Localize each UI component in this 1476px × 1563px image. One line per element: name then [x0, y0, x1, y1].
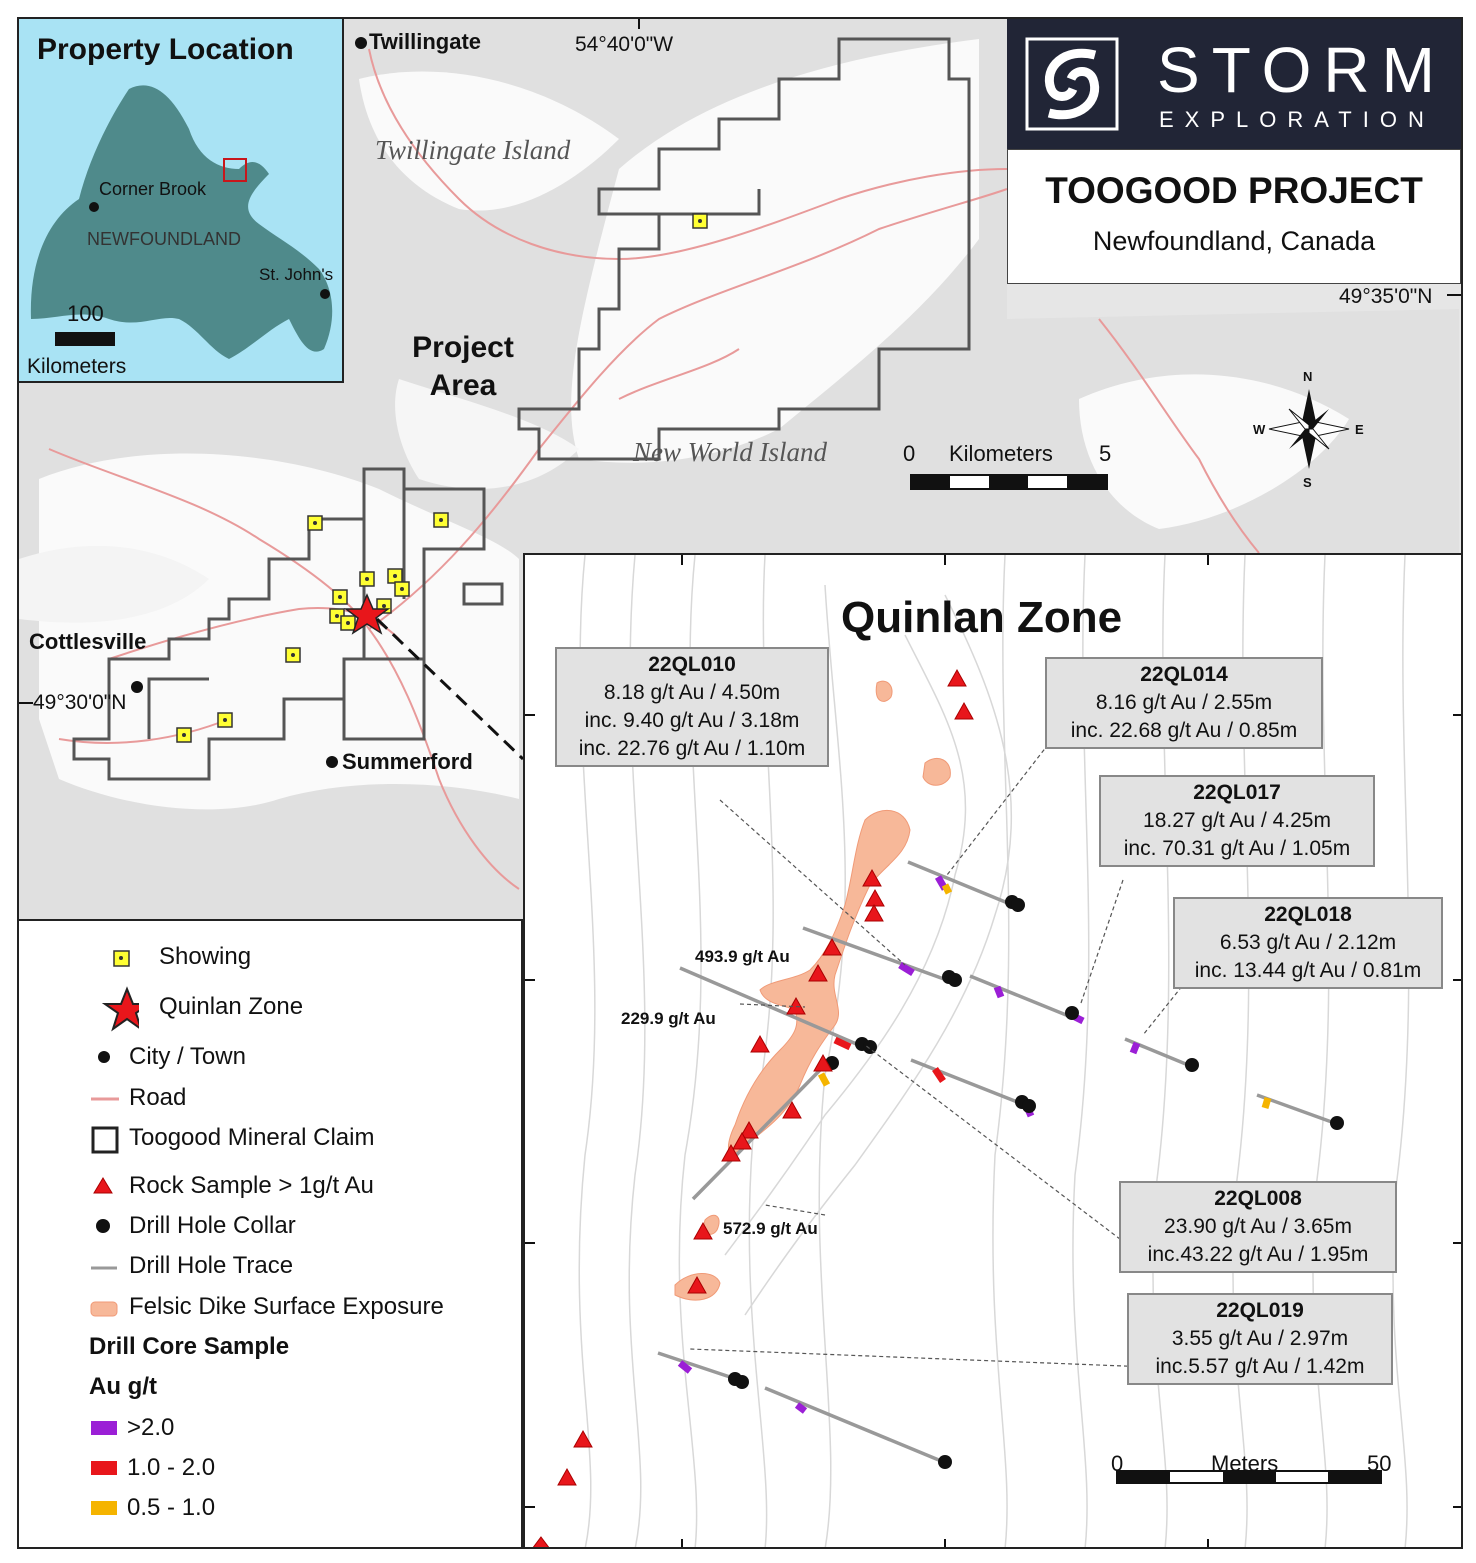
- legend-drill-trace: Drill Hole Trace: [129, 1252, 294, 1279]
- inset-title: Property Location: [37, 33, 294, 66]
- legend-core-heading: Drill Core Sample: [89, 1333, 290, 1360]
- inset-city-st-johns: St. John's: [259, 265, 334, 284]
- project-area-label: Project Area: [412, 331, 514, 402]
- main-scale-min: 0: [903, 441, 916, 466]
- inset-province: NEWFOUNDLAND: [87, 229, 242, 249]
- longitude-label: 54°40'0"W: [575, 33, 674, 56]
- point-label-572: 572.9 g/t Au: [723, 1219, 818, 1238]
- callout-22ql014: 22QL014 8.16 g/t Au / 2.55m inc. 22.68 g…: [1045, 657, 1323, 749]
- inset-scale-value: 100: [67, 301, 104, 326]
- main-scale-bar: [910, 474, 1108, 490]
- compass-e: E: [1355, 422, 1364, 437]
- compass-icon: [1268, 389, 1350, 469]
- inset-city-corner-brook: Corner Brook: [99, 179, 207, 199]
- zone-title: Quinlan Zone: [841, 593, 1123, 642]
- legend-symbols: [90, 950, 139, 1515]
- legend-class-low: 0.5 - 1.0: [127, 1494, 216, 1521]
- legend-felsic-dike: Felsic Dike Surface Exposure: [129, 1293, 444, 1320]
- island-label-new-world: New World Island: [633, 437, 828, 467]
- project-title: TOOGOOD PROJECT: [1045, 170, 1423, 211]
- legend-road: Road: [129, 1084, 187, 1111]
- legend-drill-collar: Drill Hole Collar: [129, 1212, 296, 1239]
- zone-scale-unit: Meters: [1211, 1451, 1279, 1476]
- latitude-label-north: 49°35'0"N: [1339, 285, 1433, 308]
- town-label-twillingate: Twillingate: [369, 29, 482, 54]
- point-label-229: 229.9 g/t Au: [621, 1009, 716, 1028]
- legend-claim: Toogood Mineral Claim: [129, 1124, 375, 1151]
- legend-unit-heading: Au g/t: [89, 1373, 157, 1400]
- callout-22ql017: 22QL017 18.27 g/t Au / 4.25m inc. 70.31 …: [1099, 775, 1375, 867]
- legend-city: City / Town: [129, 1043, 246, 1070]
- legend-class-mid: 1.0 - 2.0: [127, 1454, 216, 1481]
- zone-scale-min: 0: [1111, 1451, 1124, 1476]
- project-title-box: TOOGOOD PROJECT Newfoundland, Canada: [1007, 149, 1461, 284]
- quinlan-zone-map: Quinlan Zone 493.9 g/t Au 229.9 g/t Au 5…: [523, 553, 1461, 1547]
- main-scale-max: 5: [1099, 441, 1112, 466]
- legend-quinlan-zone: Quinlan Zone: [159, 993, 304, 1020]
- town-label-summerford: Summerford: [342, 749, 473, 774]
- compass-s: S: [1303, 475, 1312, 490]
- legend-showing: Showing: [159, 943, 252, 970]
- inset-scale-unit: Kilometers: [27, 355, 127, 378]
- main-scale-unit: Kilometers: [949, 441, 1053, 466]
- island-label-twillingate: Twillingate Island: [375, 135, 571, 165]
- callout-22ql019: 22QL019 3.55 g/t Au / 2.97m inc.5.57 g/t…: [1127, 1293, 1393, 1385]
- compass-n: N: [1303, 369, 1313, 384]
- callout-22ql018: 22QL018 6.53 g/t Au / 2.12m inc. 13.44 g…: [1173, 897, 1443, 989]
- zone-scale-max: 50: [1367, 1451, 1392, 1476]
- storm-logo: STORM EXPLORATION: [1007, 19, 1461, 149]
- storm-logo-icon: [1025, 37, 1119, 131]
- latitude-label-south: 49°30'0"N: [33, 691, 127, 714]
- quinlan-star-icon: [343, 593, 391, 635]
- compass-w: W: [1253, 422, 1266, 437]
- map-frame: Twillingate Cottlesville Summerford Twil…: [17, 17, 1463, 1549]
- town-label-cottlesville: Cottlesville: [29, 629, 147, 654]
- point-label-493: 493.9 g/t Au: [695, 947, 790, 966]
- callout-22ql008: 22QL008 23.90 g/t Au / 3.65m inc.43.22 g…: [1119, 1181, 1397, 1273]
- main-map: [19, 19, 1461, 919]
- zone-scale-bar: [1116, 1470, 1382, 1484]
- inset-land: [30, 85, 333, 360]
- storm-sub: EXPLORATION: [1159, 107, 1435, 132]
- legend-rock-sample: Rock Sample > 1g/t Au: [129, 1172, 374, 1199]
- zone-map-graphics: [525, 555, 1461, 1547]
- project-subtitle: Newfoundland, Canada: [1092, 226, 1376, 256]
- storm-brand: STORM: [1157, 34, 1447, 106]
- callout-22ql010: 22QL010 8.18 g/t Au / 4.50m inc. 9.40 g/…: [555, 647, 829, 767]
- inset-map: Property Location Corner Brook NEWFOUNDL…: [19, 19, 344, 383]
- legend: Showing Quinlan Zone City / Town Road To…: [19, 919, 523, 1547]
- legend-class-high: >2.0: [127, 1414, 175, 1441]
